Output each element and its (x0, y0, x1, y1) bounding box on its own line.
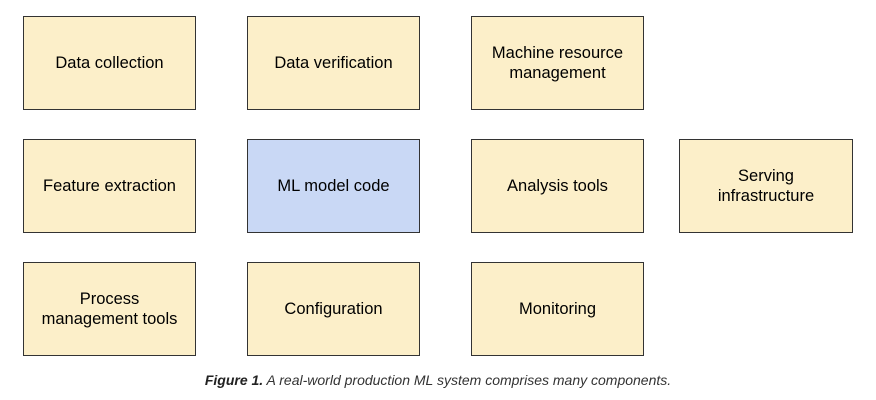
monitoring-label: Monitoring (518, 300, 597, 318)
serving-infrastructure-label: Serving infrastructure (717, 167, 815, 205)
figure-caption: Figure 1. A real-world production ML sys… (0, 372, 876, 388)
data-verification-box: Data verification (247, 16, 420, 110)
ml-model-code-box: ML model code (247, 139, 420, 233)
process-management-tools-box: Process management tools (23, 262, 196, 356)
data-collection-label: Data collection (55, 54, 164, 72)
monitoring-box: Monitoring (471, 262, 644, 356)
configuration-box: Configuration (247, 262, 420, 356)
figure-caption-text: A real-world production ML system compri… (263, 372, 672, 388)
serving-infrastructure-box: Serving infrastructure (679, 139, 853, 233)
data-collection-box: Data collection (23, 16, 196, 110)
ml-model-code-label: ML model code (277, 177, 390, 195)
analysis-tools-box: Analysis tools (471, 139, 644, 233)
process-management-tools-label: Process management tools (41, 290, 178, 328)
feature-extraction-label: Feature extraction (43, 177, 176, 195)
feature-extraction-box: Feature extraction (23, 139, 196, 233)
figure-caption-label: Figure 1. (204, 372, 264, 388)
configuration-label: Configuration (284, 300, 383, 318)
data-verification-label: Data verification (274, 54, 393, 72)
analysis-tools-label: Analysis tools (507, 177, 608, 195)
machine-resource-management-label: Machine resource management (491, 44, 624, 82)
machine-resource-management-box: Machine resource management (471, 16, 644, 110)
